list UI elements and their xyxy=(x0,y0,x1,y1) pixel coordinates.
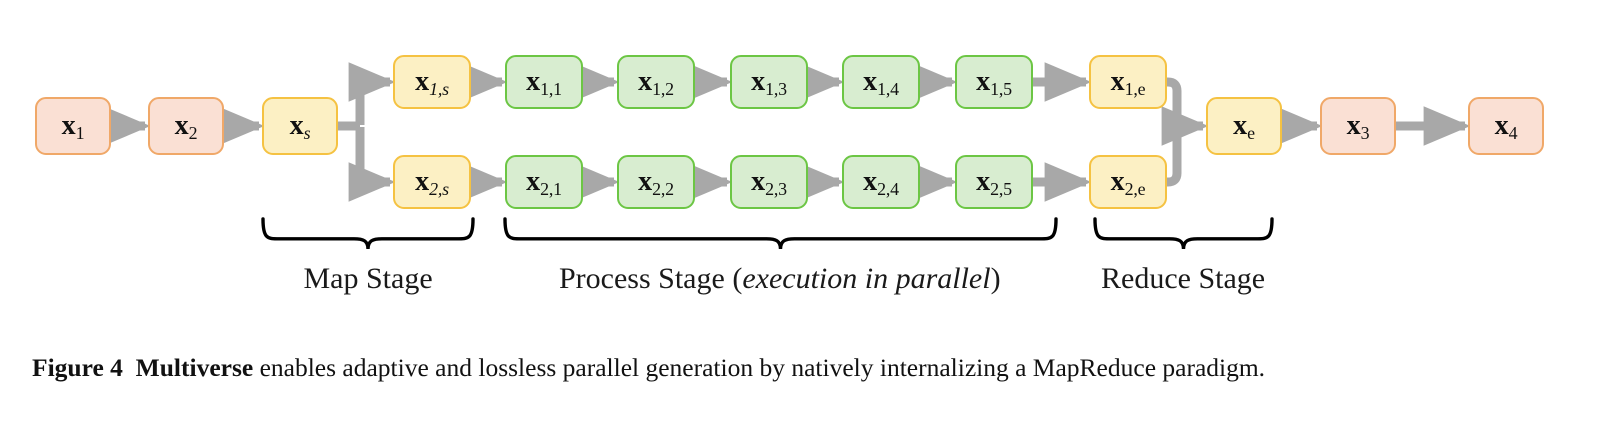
split-to-lower xyxy=(348,127,396,202)
node-label: x2,1 xyxy=(526,166,562,200)
stage-label-text: Reduce Stage xyxy=(1101,262,1266,295)
node-x4[interactable]: x4 xyxy=(1468,97,1544,155)
node-label: x1,1 xyxy=(526,66,562,100)
node-label: x1,e xyxy=(1110,66,1146,100)
node-label: xs xyxy=(289,110,311,144)
node-label: xe xyxy=(1233,110,1255,144)
node-label: x4 xyxy=(1494,110,1518,144)
node-label: x2,4 xyxy=(863,166,899,200)
node-label: x1,5 xyxy=(976,66,1012,100)
brace-reduce xyxy=(1093,217,1274,250)
node-x2[interactable]: x2 xyxy=(148,97,224,155)
diagram-canvas xyxy=(103,62,1471,250)
stage-label-text: Process Stage (execution in parallel) xyxy=(559,262,1001,295)
merge-from-lower xyxy=(1163,126,1182,187)
node-x22[interactable]: x2,2 xyxy=(617,155,695,209)
node-x2e[interactable]: x2,e xyxy=(1089,155,1167,209)
node-label: x1 xyxy=(61,110,85,144)
node-x14[interactable]: x1,4 xyxy=(842,55,920,109)
merge-from-upper xyxy=(1163,77,1182,126)
node-x21[interactable]: x2,1 xyxy=(505,155,583,209)
node-x11[interactable]: x1,1 xyxy=(505,55,583,109)
node-x2s[interactable]: x2,s xyxy=(393,155,471,209)
node-x1e[interactable]: x1,e xyxy=(1089,55,1167,109)
node-x12[interactable]: x1,2 xyxy=(617,55,695,109)
node-label: x2,e xyxy=(1110,166,1146,200)
split-to-upper xyxy=(348,62,396,125)
stage-label-text: Map Stage xyxy=(303,262,433,295)
node-x23[interactable]: x2,3 xyxy=(730,155,808,209)
node-xs[interactable]: xs xyxy=(262,97,338,155)
node-x24[interactable]: x2,4 xyxy=(842,155,920,209)
figure-caption: Figure 4 Multiverse enables adaptive and… xyxy=(32,352,1572,384)
caption-figure-number: Figure 4 xyxy=(32,353,123,382)
brace-process xyxy=(503,217,1058,250)
node-label: x1,3 xyxy=(751,66,787,100)
node-label: x2,s xyxy=(415,166,449,200)
caption-body: enables adaptive and lossless parallel g… xyxy=(253,353,1266,382)
node-label: x2,5 xyxy=(976,166,1012,200)
brace-layer xyxy=(261,217,1274,250)
node-x1[interactable]: x1 xyxy=(35,97,111,155)
node-label: x2 xyxy=(174,110,198,144)
node-x1s[interactable]: x1,s xyxy=(393,55,471,109)
node-label: x1,s xyxy=(415,66,449,100)
node-label: x1,4 xyxy=(863,66,899,100)
node-x15[interactable]: x1,5 xyxy=(955,55,1033,109)
caption-method-name: Multiverse xyxy=(135,353,254,382)
brace-map xyxy=(261,217,475,250)
node-xe[interactable]: xe xyxy=(1206,97,1282,155)
node-x3[interactable]: x3 xyxy=(1320,97,1396,155)
node-label: x2,2 xyxy=(638,166,674,200)
node-label: x3 xyxy=(1346,110,1370,144)
node-label: x1,2 xyxy=(638,66,674,100)
node-x13[interactable]: x1,3 xyxy=(730,55,808,109)
node-label: x2,3 xyxy=(751,166,787,200)
connector-layer xyxy=(103,62,1471,202)
node-x25[interactable]: x2,5 xyxy=(955,155,1033,209)
